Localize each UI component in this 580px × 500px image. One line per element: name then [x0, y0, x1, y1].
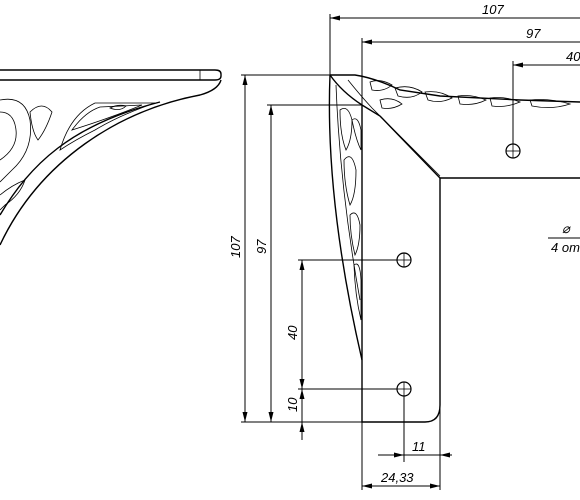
- dim-side-11: 11: [412, 439, 426, 454]
- dim-hole-spacing-40: 40: [285, 325, 300, 340]
- dim-base-24-33: 24,33: [380, 470, 414, 485]
- bracket-front-view: [328, 74, 580, 423]
- dim-top-97: 97: [526, 26, 541, 41]
- dim-bottom-offset-10: 10: [285, 397, 300, 412]
- dim-top-40: 40: [566, 49, 580, 64]
- dim-left-107: 107: [228, 236, 243, 258]
- diameter-symbol: ⌀: [562, 221, 571, 236]
- dimension-lines: [241, 14, 580, 490]
- dim-left-97: 97: [254, 239, 269, 254]
- dim-top-107: 107: [482, 2, 504, 17]
- hole-count-note: 4 отв.: [551, 240, 580, 255]
- bracket-side-view: [0, 69, 222, 246]
